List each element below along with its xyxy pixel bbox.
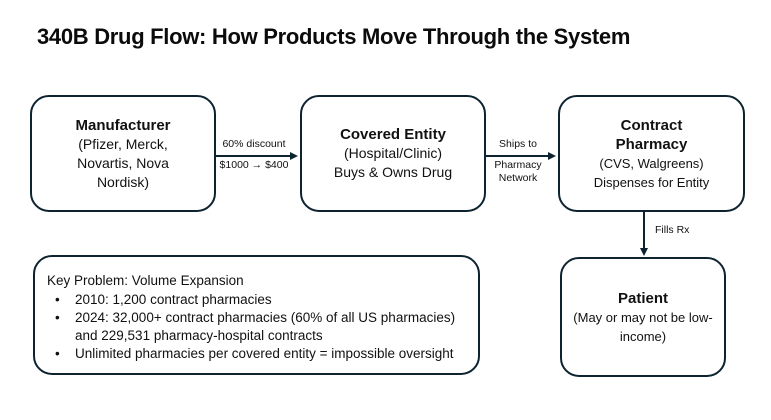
node-manufacturer-title: Manufacturer — [75, 116, 171, 134]
bullet-icon: • — [55, 292, 60, 307]
edge-label-fills-rx: Fills Rx — [655, 224, 690, 236]
node-manufacturer[interactable]: Manufacturer (Pfizer, Merck, Novartis, N… — [30, 95, 216, 212]
arrow-right-icon — [290, 151, 298, 160]
node-contract-pharmacy-line-1: (CVS, Walgreens) — [599, 155, 704, 171]
arrow-down-icon — [639, 248, 648, 256]
list-item: • Unlimited pharmacies per covered entit… — [47, 345, 462, 363]
key-problem-panel: Key Problem: Volume Expansion • 2010: 1,… — [33, 255, 480, 375]
list-item: • 2010: 1,200 contract pharmacies — [47, 291, 462, 309]
edge-label-ships-to: Ships to — [499, 138, 537, 150]
node-manufacturer-line-1: (Pfizer, Merck, — [78, 135, 168, 152]
node-patient-line-2: income) — [619, 328, 667, 344]
node-contract-pharmacy-line-2: Dispenses for Entity — [593, 174, 710, 190]
list-item: • 2024: 32,000+ contract pharmacies (60%… — [47, 309, 462, 345]
node-manufacturer-line-3: Nordisk) — [96, 173, 150, 190]
edge-label-discount: 60% discount — [222, 138, 286, 150]
list-item-text: 2024: 32,000+ contract pharmacies (60% o… — [75, 310, 456, 325]
edge-contract-pharmacy-to-patient-line — [643, 212, 645, 250]
node-contract-pharmacy-title-line-1: Contract — [620, 116, 683, 134]
node-patient-line-1: (May or may not be low- — [573, 309, 713, 325]
bullet-icon: • — [55, 310, 60, 325]
key-problem-list: • 2010: 1,200 contract pharmacies • 2024… — [47, 291, 462, 363]
node-patient[interactable]: Patient (May or may not be low- income) — [560, 257, 726, 377]
list-item-text: Unlimited pharmacies per covered entity … — [75, 346, 454, 361]
page-title: 340B Drug Flow: How Products Move Throug… — [37, 24, 631, 49]
arrow-right-icon — [548, 151, 556, 160]
list-item-text: 2010: 1,200 contract pharmacies — [75, 292, 272, 307]
edge-covered-entity-to-contract-pharmacy-line — [486, 155, 550, 157]
edge-label-pharmacy-network-line-1: Pharmacy — [494, 159, 542, 171]
node-covered-entity[interactable]: Covered Entity (Hospital/Clinic) Buys & … — [300, 95, 486, 212]
node-covered-entity-title: Covered Entity — [340, 126, 446, 143]
node-manufacturer-line-2: Novartis, Nova — [77, 154, 169, 171]
node-patient-title: Patient — [617, 289, 668, 307]
edge-manufacturer-to-covered-entity-line — [216, 155, 292, 157]
edge-label-pharmacy-network: Pharmacy Network — [486, 159, 550, 185]
edge-label-price: $1000 → $400 — [219, 159, 289, 171]
list-item-text-continued: and 229,531 pharmacy-hospital contracts — [75, 328, 323, 343]
bullet-icon: • — [55, 346, 60, 361]
node-covered-entity-line-2: Buys & Owns Drug — [333, 164, 453, 180]
key-problem-heading: Key Problem: Volume Expansion — [47, 273, 244, 288]
edge-label-pharmacy-network-line-2: Network — [498, 172, 538, 184]
node-covered-entity-line-1: (Hospital/Clinic) — [343, 145, 443, 161]
node-contract-pharmacy[interactable]: Contract Pharmacy (CVS, Walgreens) Dispe… — [558, 95, 745, 212]
node-contract-pharmacy-title-line-2: Pharmacy — [615, 135, 688, 153]
